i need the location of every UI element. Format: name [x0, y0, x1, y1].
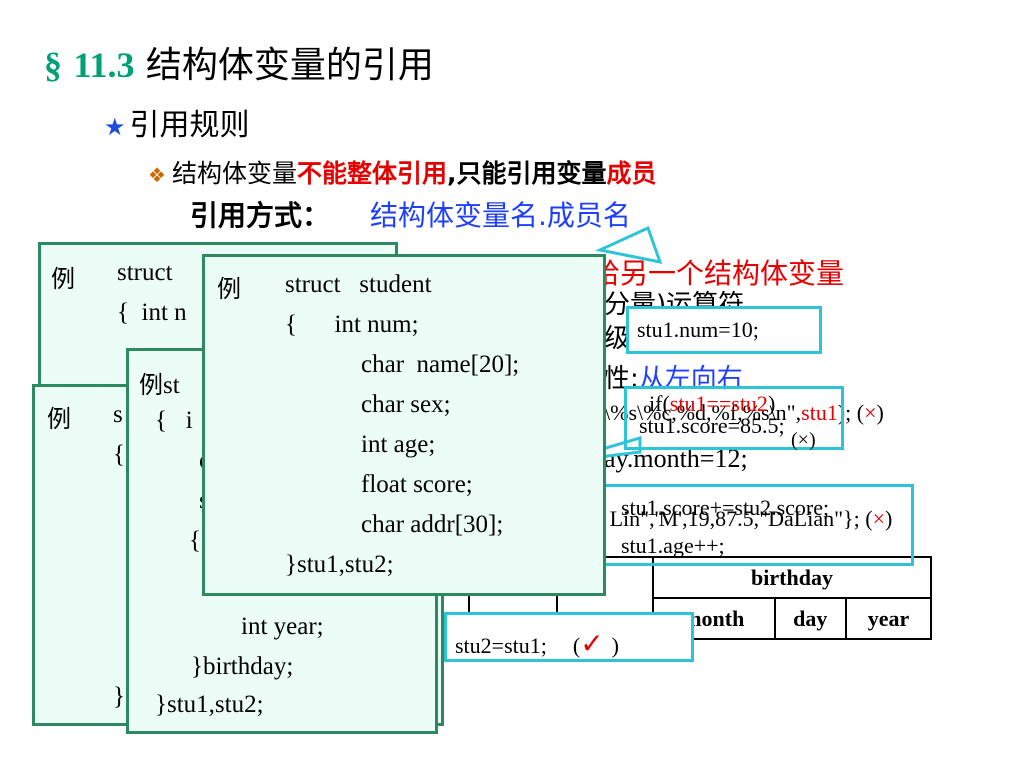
box3-line7: }birthday; [191, 653, 294, 680]
bg-text-7: i Lin",'M',19,87.5,"DaLian"}; (×) [598, 506, 892, 532]
box4-line3: char name[20]; [361, 351, 520, 378]
diamond-bullet-icon: ❖ [148, 163, 166, 187]
box3-line1: 例st [139, 365, 180, 400]
callout-score-line1: stu1.score+=stu2.score; [621, 495, 830, 520]
point-text-3: ,只能引用变量 [446, 159, 607, 188]
box4-line6: float score; [361, 471, 473, 498]
pointer-top [595, 225, 663, 264]
bg-text-7b: × [872, 506, 885, 531]
box4-line7: char addr[30]; [361, 511, 504, 538]
method-colon: ： [302, 199, 331, 232]
method-label: 引用方式 [190, 199, 303, 232]
callout-num-text: stu1.num=10; [637, 317, 759, 342]
bg-text-1-span: 给另一个结构体变量 [592, 257, 845, 290]
callout-if-c: ) [767, 391, 776, 416]
callout-score-line2: stu1.age++; [621, 533, 725, 558]
callout-if-line1: if(stu1==stu2) [649, 391, 775, 417]
bg-text-1: 给另一个结构体变量 [592, 252, 844, 292]
box4-line8: }stu1,stu2; [285, 551, 394, 578]
box2-line3: } [113, 683, 125, 710]
box4-ex: 例 [217, 275, 241, 303]
callout-assign-d: ) [611, 633, 619, 658]
box2-line2: { [113, 441, 125, 468]
box1-line1: struct [117, 259, 173, 286]
callout-assign-b: ( [572, 633, 581, 658]
point-text-1: 结构体变量 [171, 159, 297, 188]
table-day: day [773, 597, 847, 640]
rule-point: ❖结构体变量不能整体引用,只能引用变量成员 [148, 154, 656, 190]
box3-l1: st [163, 372, 180, 399]
section-title: 结构体变量的引用 [145, 45, 434, 86]
bg-text-7c: ) [884, 506, 893, 531]
page-title: § 11.3 结构体变量的引用 [44, 36, 434, 88]
rule-heading: ★引用规则 [104, 100, 250, 144]
rule-text: 引用规则 [129, 108, 250, 143]
point-text-2: 不能整体引用 [296, 159, 447, 188]
bg-text-5b: stu1 [801, 400, 838, 425]
box1-ex: 例 [51, 265, 75, 293]
callout-if-mark: (×) [791, 429, 816, 451]
callout-assign: stu2=stu1; (✓) [444, 612, 694, 662]
callout-if: if(stu1==stu2) stu1.score=85.5; (×) [624, 386, 844, 451]
callout-assign-a: stu2=stu1; [455, 633, 547, 658]
bg-text-4: 性:从左向右 [604, 358, 743, 395]
callout-score: stu1.score+=stu2.score; stu1.age++; [602, 484, 914, 566]
box3-line6: int year; [241, 613, 324, 640]
box1-line2: { int n [117, 299, 187, 326]
callout-if-a: if( [649, 391, 670, 416]
box3-line5: { [189, 527, 201, 554]
box4-line1: struct student [285, 271, 432, 298]
point-text-4: 成员 [606, 159, 657, 188]
section-number: 11.3 [73, 45, 135, 85]
check-icon: ✓ [580, 627, 604, 660]
callout-num: stu1.num=10; [626, 306, 822, 354]
bg-text-4a: 性: [604, 364, 639, 394]
box2-ex: 例 [47, 405, 71, 433]
method-value: 结构体变量名.成员名 [370, 199, 631, 232]
box3-line2: { i [155, 407, 193, 434]
bg-text-7a: i Lin",'M',19,87.5,"DaLian"}; ( [598, 506, 873, 531]
box3-ex: 例 [139, 371, 163, 399]
callout-if-line2: stu1.score=85.5; [639, 413, 785, 438]
box4-line2: { int num; [285, 311, 419, 338]
example-box-4: 例 struct student { int num; char name[20… [202, 254, 606, 596]
table-year: year [844, 597, 933, 640]
section-mark: § [44, 45, 62, 85]
callout-assign-text: stu2=stu1; (✓) [455, 627, 619, 660]
box2-line1: s [113, 401, 123, 428]
star-icon: ★ [104, 113, 126, 141]
bg-text-5: \%s\%c,%d,%f,%s\n",stu1); (×) [604, 400, 884, 426]
bg-text-5a: \%s\%c,%d,%f,%s\n", [604, 400, 802, 425]
box4-line5: int age; [361, 431, 436, 458]
bg-text-4b: 从左向右 [638, 364, 743, 394]
box3-line8: }stu1,stu2; [155, 691, 264, 718]
box4-line4: char sex; [361, 391, 451, 418]
bg-text-5d: × [864, 400, 877, 425]
reference-method: 引用方式： 结构体变量名.成员名 [190, 194, 631, 234]
callout-if-b: stu1==stu2 [669, 391, 768, 416]
bg-text-5e: ) [876, 400, 884, 425]
